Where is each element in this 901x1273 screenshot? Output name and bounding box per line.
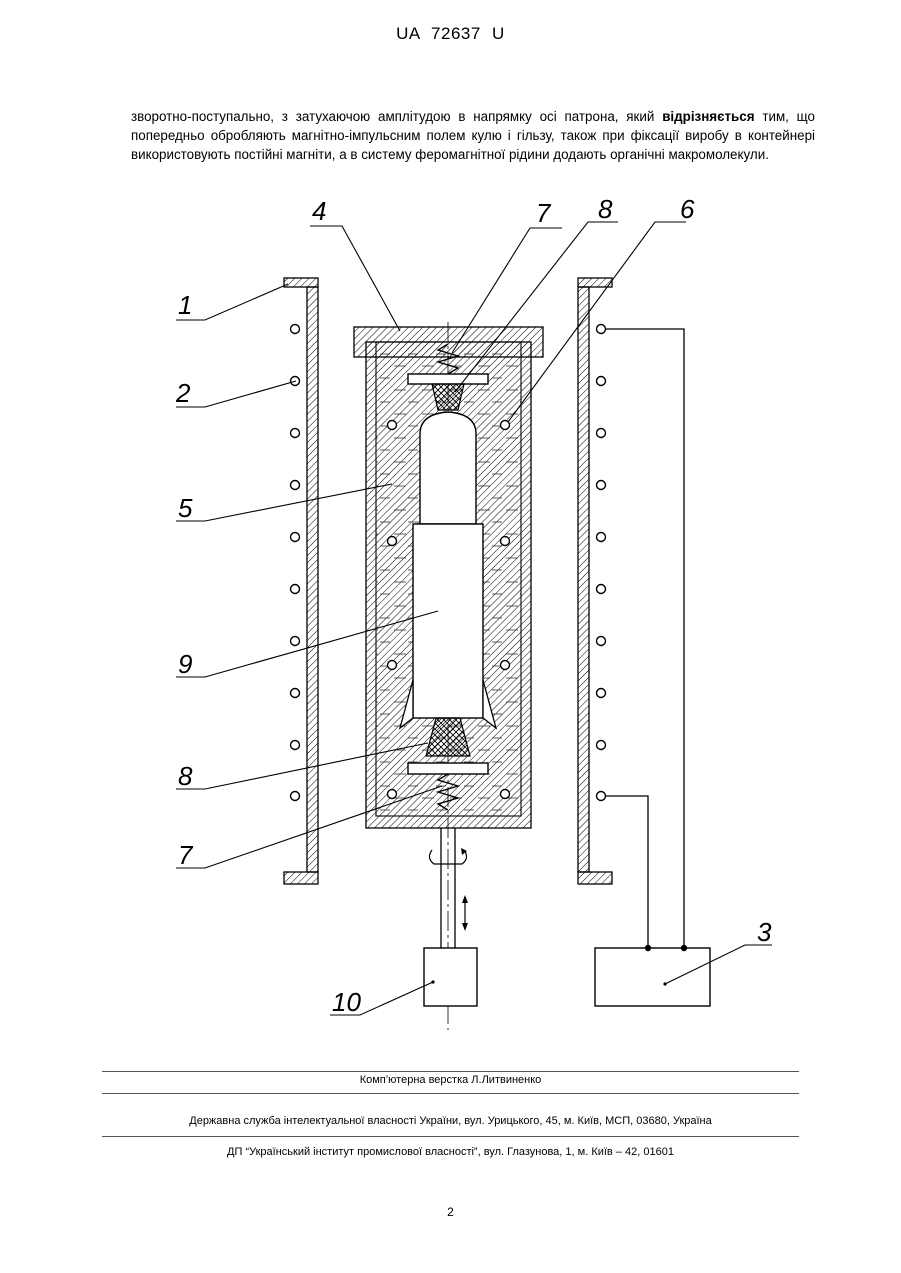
footer-rule-top bbox=[102, 1071, 799, 1072]
label-5: 5 bbox=[178, 493, 193, 523]
label-8-bottom: 8 bbox=[178, 761, 193, 791]
footer-rule-middle bbox=[102, 1093, 799, 1094]
label-10: 10 bbox=[332, 987, 361, 1017]
drive-shaft bbox=[429, 828, 468, 948]
footer-typesetting: Комп’ютерна верстка Л.Литвиненко bbox=[0, 1074, 901, 1086]
label-1: 1 bbox=[178, 290, 192, 320]
label-2: 2 bbox=[175, 378, 191, 408]
footer-institute: ДП “Український інститут промислової вла… bbox=[0, 1146, 901, 1158]
footer-service: Державна служба інтелектуальної власност… bbox=[0, 1115, 901, 1127]
label-9: 9 bbox=[178, 649, 192, 679]
label-8-top: 8 bbox=[598, 194, 613, 224]
label-6: 6 bbox=[680, 194, 695, 224]
drive-unit bbox=[424, 948, 477, 1006]
footer-rule-bottom bbox=[102, 1136, 799, 1137]
label-3: 3 bbox=[757, 917, 772, 947]
power-unit bbox=[595, 329, 710, 1006]
page-number: 2 bbox=[0, 1205, 901, 1219]
label-4: 4 bbox=[312, 196, 326, 226]
label-7-top: 7 bbox=[536, 198, 552, 228]
label-7-bottom: 7 bbox=[178, 840, 194, 870]
